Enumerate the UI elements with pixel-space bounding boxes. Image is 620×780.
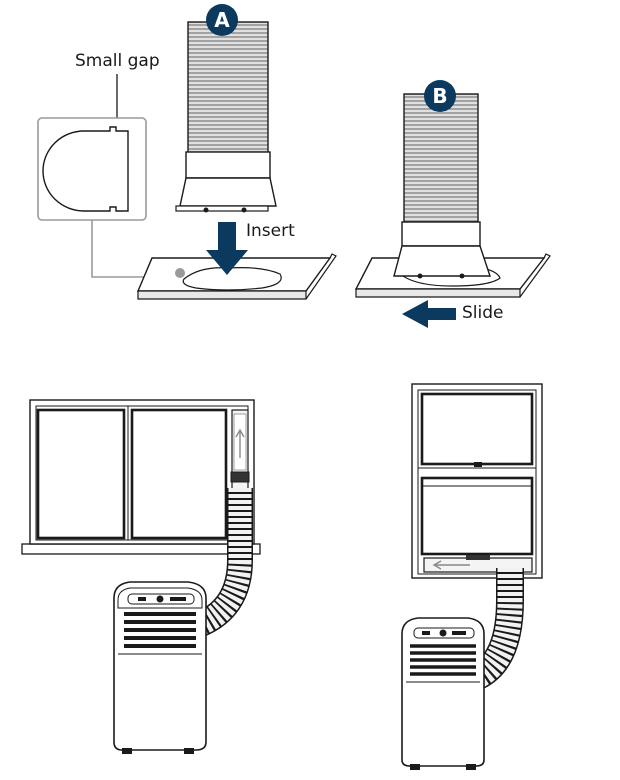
gap-detail-inset — [37, 117, 147, 221]
badge-a: A — [206, 4, 238, 36]
caster-wheel — [122, 748, 132, 754]
exhaust-hose-right — [471, 568, 523, 688]
window-sill — [21, 543, 261, 555]
sliding-window-installation — [21, 399, 261, 754]
up-arrow-icon — [235, 428, 245, 458]
insert-label: Insert — [246, 221, 295, 241]
hung-window-installation — [401, 383, 543, 770]
window-upper-sash — [420, 392, 534, 466]
air-vent-grille — [124, 612, 196, 648]
step-a-illustration: Small gap A — [37, 4, 337, 300]
slide-label: Slide — [462, 303, 504, 323]
left-arrow-icon — [432, 560, 470, 570]
slide-arrow-icon — [402, 300, 456, 328]
air-vent-grille — [410, 644, 476, 676]
badge-b: B — [424, 80, 456, 112]
insert-arrow-icon — [206, 222, 248, 275]
window-slider-plate-a — [136, 253, 337, 300]
window-pane-right — [130, 408, 228, 540]
svg-text:A: A — [214, 8, 230, 32]
svg-text:B: B — [432, 84, 447, 108]
caster-wheel — [466, 764, 476, 770]
portable-ac-unit-left — [113, 581, 207, 754]
window-latch-icon — [474, 462, 482, 467]
portable-ac-unit-right — [401, 617, 485, 770]
power-button-icon — [156, 595, 164, 603]
step-b-illustration: B Slide — [354, 80, 551, 328]
gap-marker — [175, 268, 185, 278]
window-lower-sash — [420, 476, 534, 556]
exhaust-hose-b — [393, 93, 491, 279]
small-gap-label: Small gap — [75, 51, 160, 71]
window-pane-left — [36, 408, 126, 540]
caster-wheel — [184, 748, 194, 754]
exhaust-hose-a — [175, 21, 277, 213]
power-button-icon — [439, 629, 447, 637]
caster-wheel — [410, 764, 420, 770]
